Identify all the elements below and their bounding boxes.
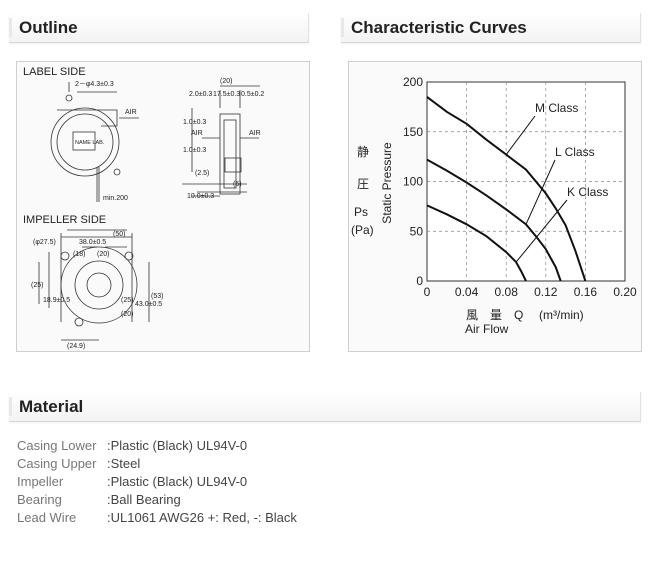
dim-5: AIR [125, 109, 137, 116]
curves-chart-panel: 0 0.04 0.08 0.12 0.16 0.20 0 50 100 150 200 M Class… [348, 61, 642, 352]
series-label: K Class [567, 185, 608, 199]
y-axis-unit-pa: (Pa) [351, 223, 374, 237]
dim-7: AIR [249, 130, 261, 137]
dim-10: 1.0±0.3 [183, 147, 206, 154]
series-line-k-class [426, 204, 527, 282]
dim-6: AIR [191, 130, 203, 137]
x-tick-label: 0.04 [455, 285, 479, 299]
curves-title: Characteristic Curves [351, 18, 527, 37]
dim-21: (25) [121, 297, 133, 304]
series-leader-line [525, 159, 556, 225]
material-row-value: :UL1061 AWG26 +: Red, -: Black [107, 510, 297, 525]
dim-16: 38.0±0.5 [79, 239, 106, 246]
x-tick-label: 0.08 [495, 285, 519, 299]
outline-header: Outline [9, 13, 309, 43]
material-row: Bearing :Ball Bearing [17, 492, 297, 510]
material-row-name: Lead Wire [17, 510, 77, 525]
series-label: L Class [555, 145, 595, 159]
dim-11: (2.5) [195, 170, 209, 177]
material-row-name: Casing Lower [17, 438, 97, 453]
header-accent-bar [9, 18, 12, 37]
dim-4: 0.5±0.2 [241, 91, 264, 98]
y-tick-label: 100 [403, 175, 423, 189]
y-axis-label-jp-2: 圧 [357, 177, 369, 191]
material-row-name: Bearing [17, 492, 62, 507]
material-row-value: :Plastic (Black) UL94V-0 [107, 438, 248, 453]
y-tick-label: 0 [416, 274, 423, 288]
material-row: Casing Lower :Plastic (Black) UL94V-0 [17, 438, 297, 456]
outline-drawing: LABEL SIDE IMPELLER SIDE 2－φ4.3±0.3 (20)… [23, 66, 264, 350]
y-tick-label: 200 [403, 75, 423, 89]
dim-17: (18) [73, 251, 85, 258]
x-axis-unit: (m³/min) [539, 308, 584, 322]
outline-title: Outline [19, 18, 78, 37]
dim-19: (25) [31, 282, 43, 289]
dim-0: 2－φ4.3±0.3 [75, 81, 114, 88]
impeller-side-text: IMPELLER SIDE [23, 214, 106, 226]
dim-12: (6) [233, 181, 242, 188]
header-accent-bar [341, 18, 344, 37]
dim-1: (20) [220, 78, 232, 85]
dim-20: 18.9±0.5 [43, 297, 70, 304]
dim-25: (24.9) [67, 343, 85, 350]
series-label: M Class [535, 101, 578, 115]
dim-23: 43.0±0.5 [135, 301, 162, 308]
series-leader-line [515, 199, 568, 263]
label-side-text: LABEL SIDE [23, 66, 86, 78]
x-axis-label-jp: 風 量 Q [466, 308, 523, 322]
material-row-name: Casing Upper [17, 456, 97, 471]
y-axis-unit-ps: Ps [354, 205, 368, 219]
series-line-m-class [426, 96, 587, 282]
dim-24: (53) [151, 293, 163, 300]
dim-8: min.200 [103, 195, 128, 202]
dim-9: 1.0±0.3 [183, 119, 206, 126]
outline-drawing-panel: LABEL SIDE IMPELLER SIDE 2－φ4.3±0.3 (20)… [16, 61, 310, 352]
characteristic-curves-chart: 0 0.04 0.08 0.12 0.16 0.20 0 50 100 150 200 M Class… [351, 75, 637, 336]
dim-15: (φ27.5) [33, 239, 56, 246]
dim-3: 17.5±0.3 [213, 91, 240, 98]
x-tick-label: 0.16 [574, 285, 598, 299]
x-tick-label: 0.12 [534, 285, 558, 299]
curves-header: Characteristic Curves [341, 13, 641, 43]
series-leader-line [505, 115, 536, 155]
y-tick-label: 50 [410, 224, 424, 238]
material-row: Impeller :Plastic (Black) UL94V-0 [17, 474, 297, 492]
material-row-value: :Plastic (Black) UL94V-0 [107, 474, 248, 489]
material-row: Lead Wire :UL1061 AWG26 +: Red, -: Black [17, 510, 297, 528]
y-tick-label: 150 [403, 125, 423, 139]
dim-14: (50) [113, 231, 125, 238]
y-axis-label-jp-1: 静 [357, 145, 369, 159]
series-line-l-class [426, 158, 562, 282]
material-title: Material [19, 397, 84, 416]
x-tick-label: 0 [424, 285, 431, 299]
material-table: Casing Lower :Plastic (Black) UL94V-0 Ca… [17, 438, 297, 528]
dim-2: 2.0±0.3 [189, 91, 212, 98]
header-accent-bar [9, 397, 12, 416]
material-row-value: :Ball Bearing [107, 492, 181, 507]
name-label-text: NAME LAB. [75, 140, 105, 146]
material-row: Casing Upper :Steel [17, 456, 297, 474]
dim-13: 10.0±0.3 [187, 193, 214, 200]
x-tick-label: 0.20 [613, 285, 637, 299]
dim-22: (20) [121, 311, 133, 318]
material-header: Material [9, 392, 641, 422]
dim-18: (20) [97, 251, 109, 258]
x-axis-label: Air Flow [465, 322, 509, 336]
y-axis-label: Static Pressure [380, 142, 394, 224]
material-row-value: :Steel [107, 456, 141, 471]
material-row-name: Impeller [17, 474, 64, 489]
